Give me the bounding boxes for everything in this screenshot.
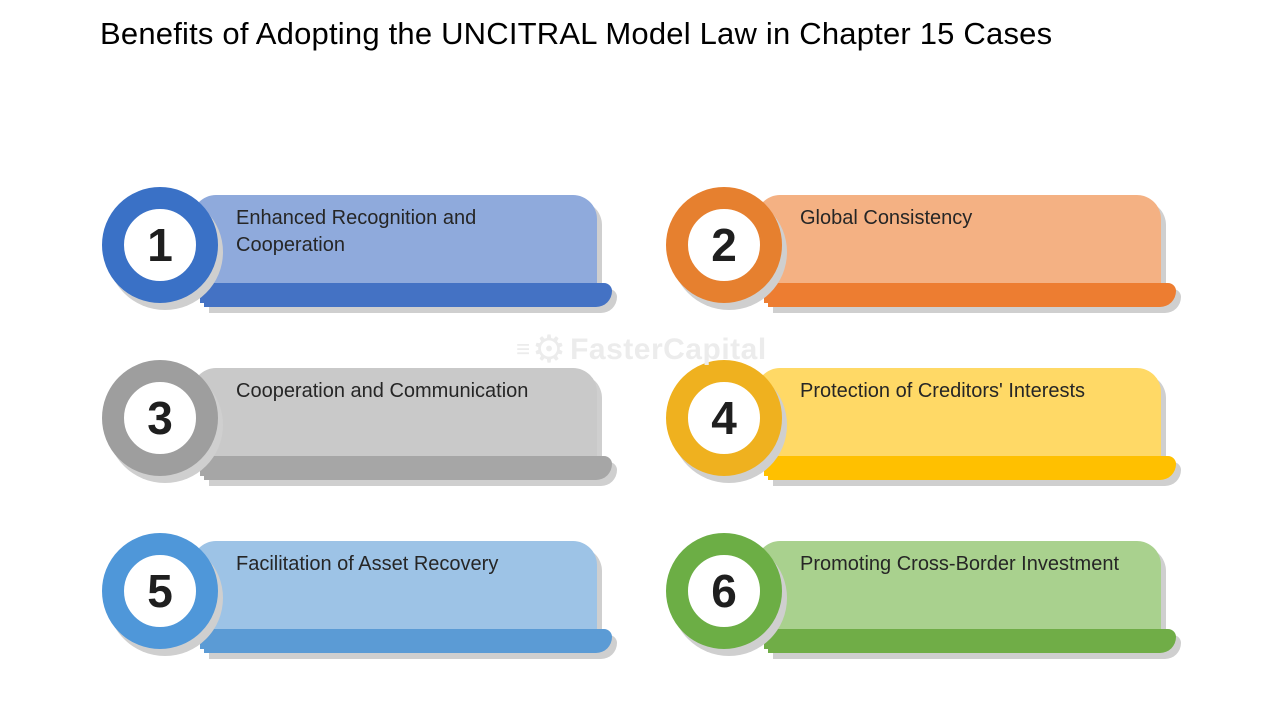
benefit-label: Protection of Creditors' Interests xyxy=(800,380,1086,402)
banner-strip xyxy=(204,283,612,307)
banner-strip xyxy=(204,629,612,653)
benefit-item-4: 4 Protection of Creditors' Interests xyxy=(664,358,1179,493)
watermark: ≡ FasterCapital xyxy=(516,331,767,369)
benefit-label: Global Consistency xyxy=(800,207,973,229)
benefit-label: Enhanced Recognition and Cooperation xyxy=(236,207,477,256)
speed-lines-icon: ≡ xyxy=(516,336,530,363)
number-badge: 3 xyxy=(102,360,218,476)
badge-number: 5 xyxy=(147,565,173,617)
number-badge: 6 xyxy=(666,533,782,649)
banner-strip xyxy=(768,629,1176,653)
banner-bar xyxy=(192,195,597,289)
banner-strip xyxy=(768,283,1176,307)
badge-number: 2 xyxy=(711,219,737,271)
benefit-item-5: 5 Facilitation of Asset Recovery xyxy=(100,531,615,666)
benefit-label: Cooperation and Communication xyxy=(236,380,529,402)
benefit-item-6: 6 Promoting Cross-Border Investment xyxy=(664,531,1179,666)
page-title: Benefits of Adopting the UNCITRAL Model … xyxy=(100,16,1053,51)
banner-bar xyxy=(756,195,1161,289)
banner-bar xyxy=(756,368,1161,462)
benefit-item-1: 1 Enhanced Recognition and Cooperation xyxy=(100,185,615,320)
badge-number: 6 xyxy=(711,565,737,617)
badge-number: 3 xyxy=(147,392,173,444)
benefit-item-3: 3 Cooperation and Communication xyxy=(100,358,615,493)
banner-bar xyxy=(192,541,597,635)
number-badge: 4 xyxy=(666,360,782,476)
banner-bar xyxy=(192,368,597,462)
number-badge: 2 xyxy=(666,187,782,303)
watermark-text: FasterCapital xyxy=(570,333,767,366)
badge-number: 4 xyxy=(711,392,737,444)
banner-strip xyxy=(768,456,1176,480)
banner-bar xyxy=(756,541,1161,635)
badge-number: 1 xyxy=(147,219,173,271)
benefit-label: Facilitation of Asset Recovery xyxy=(236,553,499,575)
number-badge: 1 xyxy=(102,187,218,303)
number-badge: 5 xyxy=(102,533,218,649)
benefit-item-2: 2 Global Consistency xyxy=(664,185,1179,320)
gear-icon xyxy=(532,331,566,369)
benefit-label: Promoting Cross-Border Investment xyxy=(800,553,1120,575)
banner-strip xyxy=(204,456,612,480)
